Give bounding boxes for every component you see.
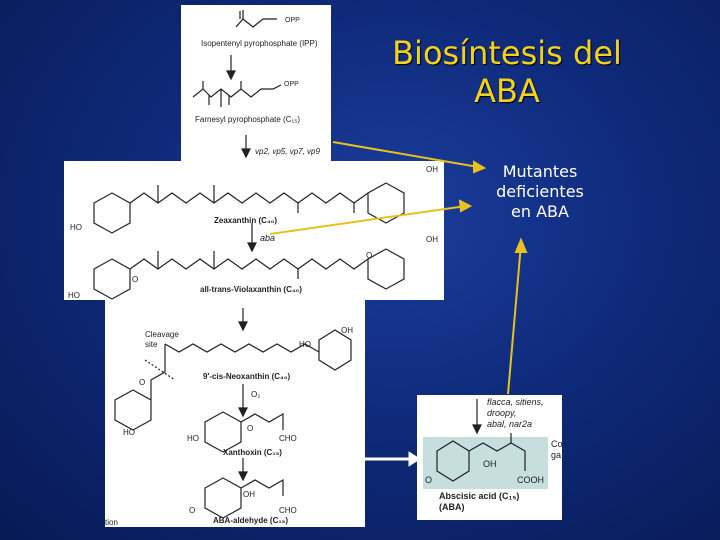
title-line-1: Biosíntesis del [392,34,622,72]
vp-mutants-label: vp2, vp5, vp7, vp9 [255,147,320,156]
oh-aba: OH [483,459,497,469]
co-fragment: Co [551,439,562,449]
o2-label: O₂ [251,390,261,399]
ho-neo-right: HO [299,340,311,349]
aba-mutant-label: aba [260,233,276,243]
abscisic-acid-label: Abscisic acid (C₁₅) [439,491,520,501]
ipp-label: Isopentenyl pyrophosphate (IPP) [201,39,318,48]
ga-fragment: ga [551,450,562,460]
o-aba: O [425,475,433,485]
cho-aldehyde: CHO [279,506,297,515]
xanthoxin-label: Xanthoxin (C₁₅) [223,448,282,457]
oh-zea-right: OH [426,165,438,174]
site-label: site [145,340,158,349]
tion-fragment: tion [105,518,118,527]
cleavage-label: Cleavage [145,330,179,339]
opp-label-1: OPP [285,17,300,24]
panel-abscisic-acid: flacca, sitiens, droopy, abal, nar2a OH … [417,395,562,520]
violaxanthin-label: all-trans-Violaxanthin (C₄₀) [200,285,302,294]
ho-viola-left: HO [68,291,80,300]
o-neo-left: O [139,378,146,387]
mutants-label: Mutantes deficientes en ABA [470,162,610,222]
arrow-aba-to-mutants [269,205,467,235]
neoxanthin-structures [114,308,352,519]
aba-highlight-box [423,437,548,489]
oh-viola-right: OH [426,235,438,244]
ho-zea-left: HO [70,223,82,232]
o-xanthoxin: O [247,424,254,433]
cho-xanthoxin: CHO [279,434,297,443]
connector-head [408,451,421,467]
mutants-line-1: Mutantes [502,162,578,181]
ho-xanthoxin: HO [187,434,199,443]
mutants-line-3: en ABA [511,202,569,221]
panel-neoxanthin-xanthoxin: Cleavage site OH HO O 9′-cis-Neoxanthin … [105,300,365,527]
aba-structure [423,399,548,489]
mutants-line-2: deficientes [496,182,584,201]
flacca-line-1: flacca, sitiens, [487,397,544,407]
flacca-line-3: abal, nar2a [487,419,533,429]
oh-neo: OH [341,326,353,335]
ipp-farnesyl-structures [192,10,282,159]
aba-aldehyde-label: ABA-aldehyde (C₁₅) [213,516,288,525]
oh-aldehyde: OH [243,490,255,499]
arrow-flacca-head [514,237,528,253]
opp-label-2: OPP [284,81,299,88]
arrow-flacca-to-mutants [507,243,522,395]
zeaxanthin-label: Zeaxanthin (C₄₀) [214,216,277,225]
o-viola-epoxide-left: O [132,275,139,284]
arrow-vp-head [473,160,487,174]
cooh-aba: COOH [517,475,544,485]
aba-abbrev-label: (ABA) [439,502,465,512]
farnesyl-label: Farnesyl pyrophosphate (C₁₅) [195,115,301,124]
panel-ipp-farnesyl: OPP Isopentenyl pyrophosphate (IPP) OPP … [181,5,331,161]
o-aldehyde: O [189,506,196,515]
flacca-line-2: droopy, [487,408,517,418]
arrow-vp-to-mutants [332,141,485,169]
o-viola-epoxide: O [366,251,373,260]
ho-neo-bottom: HO [123,428,135,437]
neoxanthin-label: 9′-cis-Neoxanthin (C₄₀) [203,372,291,381]
arrow-aba-head [458,199,473,213]
panel-zeaxanthin-violaxanthin: OH HO Zeaxanthin (C₄₀) aba OH O O HO all… [64,161,444,300]
title-line-2: ABA [474,72,540,110]
carotenoid-structures [93,182,405,300]
slide-title: Biosíntesis del ABA [362,34,652,110]
